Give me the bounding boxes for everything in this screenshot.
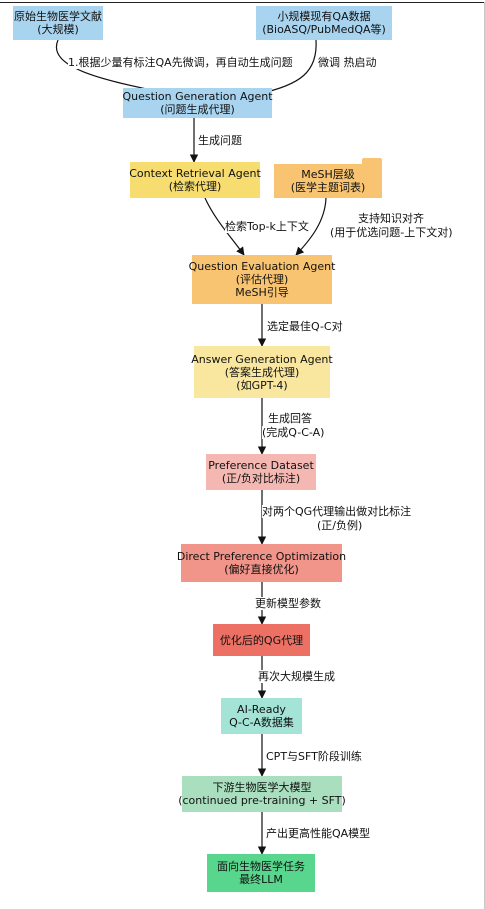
node-seed-qa-line1: 小规模现有QA数据 — [277, 10, 371, 23]
node-source-literature-line2: (大规模) — [37, 23, 79, 36]
node-qe-agent-line1: Question Evaluation Agent — [188, 260, 336, 273]
edge-label-e9: 更新模型参数 — [255, 597, 321, 610]
node-final-llm: 面向生物医学任务 最终LLM — [207, 854, 315, 892]
edge-label-e2: 微调 热启动 — [318, 56, 377, 69]
node-context-agent-line2: (检索代理) — [168, 180, 222, 193]
node-final-llm-line2: 最终LLM — [239, 873, 283, 886]
node-context-agent-line1: Context Retrieval Agent — [129, 167, 261, 180]
node-pref-dataset-line1: Preference Dataset — [208, 459, 314, 472]
node-qg-agent: Question Generation Agent (问题生成代理) — [122, 88, 273, 118]
node-optimized-qg: 优化后的QG代理 — [213, 624, 310, 656]
node-mesh-line2: (医学主题词表) — [290, 181, 366, 194]
node-ag-agent: Answer Generation Agent (答案生成代理) (如GPT-4… — [191, 346, 333, 398]
edge-label-e12: 产出更高性能QA模型 — [266, 827, 371, 840]
node-final-llm-line1: 面向生物医学任务 — [217, 860, 305, 873]
edge-label-e8-line2: (正/负例) — [317, 519, 363, 532]
node-mesh: MeSH层级 (医学主题词表) — [274, 164, 382, 198]
node-ag-agent-line3: (如GPT-4) — [236, 378, 288, 392]
edge-label-e3: 生成问题 — [198, 134, 242, 147]
edge-label-e8-line1: 对两个QG代理输出做对比标注 — [262, 505, 412, 518]
node-dpo: Direct Preference Optimization (偏好直接优化) — [177, 544, 346, 582]
node-dpo-line1: Direct Preference Optimization — [176, 550, 347, 563]
node-pref-dataset: Preference Dataset (正/负对比标注) — [206, 454, 316, 490]
node-downstream-line2: (continued pre-training + SFT) — [178, 794, 346, 807]
node-downstream-line1: 下游生物医学大模型 — [212, 781, 312, 794]
mesh-folder-tab — [362, 158, 382, 165]
edge-label-e6: 选定最佳Q-C对 — [267, 320, 343, 333]
node-optimized-qg-line1: 优化后的QG代理 — [219, 633, 304, 647]
node-source-literature: 原始生物医学文献 (大规模) — [13, 6, 103, 40]
edge-mesh-to-qe — [295, 197, 327, 256]
node-qg-agent-line2: (问题生成代理) — [160, 103, 235, 116]
node-pref-dataset-line2: (正/负对比标注) — [221, 472, 301, 485]
edge-label-e5-line2: (用于优选问题-上下文对) — [330, 226, 453, 239]
node-seed-qa-line2: (BioASQ/PubMedQA等) — [262, 23, 386, 36]
node-ag-agent-line2: (答案生成代理) — [224, 365, 300, 379]
edge-label-e7-line2: (完成Q-C-A) — [262, 426, 325, 439]
node-ai-ready-line2: Q-C-A数据集 — [229, 716, 294, 729]
edge-label-e1: 1.根据少量有标注QA先微调，再自动生成问题 — [68, 56, 293, 69]
node-source-literature-line1: 原始生物医学文献 — [14, 10, 102, 23]
node-ai-ready: AI-Ready Q-C-A数据集 — [221, 698, 302, 734]
node-ag-agent-line1: Answer Generation Agent — [191, 352, 333, 366]
edge-label-e5-line1: 支持知识对齐 — [358, 212, 424, 225]
edge-context-to-qe — [204, 197, 245, 256]
edge-label-e4: 检索Top-k上下文 — [225, 220, 309, 233]
edge-label-e7-line1: 生成回答 — [268, 412, 312, 425]
top-border — [0, 2, 485, 3]
node-downstream: 下游生物医学大模型 (continued pre-training + SFT) — [178, 776, 346, 812]
node-qe-agent-line2: (评估代理) — [235, 273, 289, 286]
node-context-agent: Context Retrieval Agent (检索代理) — [129, 162, 261, 198]
edge-label-e11: CPT与SFT阶段训练 — [266, 750, 362, 763]
node-qg-agent-line1: Question Generation Agent — [122, 90, 273, 103]
edge-label-e10: 再次大规模生成 — [258, 670, 335, 683]
node-qe-agent: Question Evaluation Agent (评估代理) MeSH引导 — [189, 255, 335, 304]
node-seed-qa: 小规模现有QA数据 (BioASQ/PubMedQA等) — [256, 6, 392, 40]
node-qe-agent-line3: MeSH引导 — [235, 286, 289, 299]
node-mesh-line1: MeSH层级 — [301, 168, 355, 181]
node-dpo-line2: (偏好直接优化) — [224, 563, 299, 576]
node-ai-ready-line1: AI-Ready — [237, 703, 286, 716]
